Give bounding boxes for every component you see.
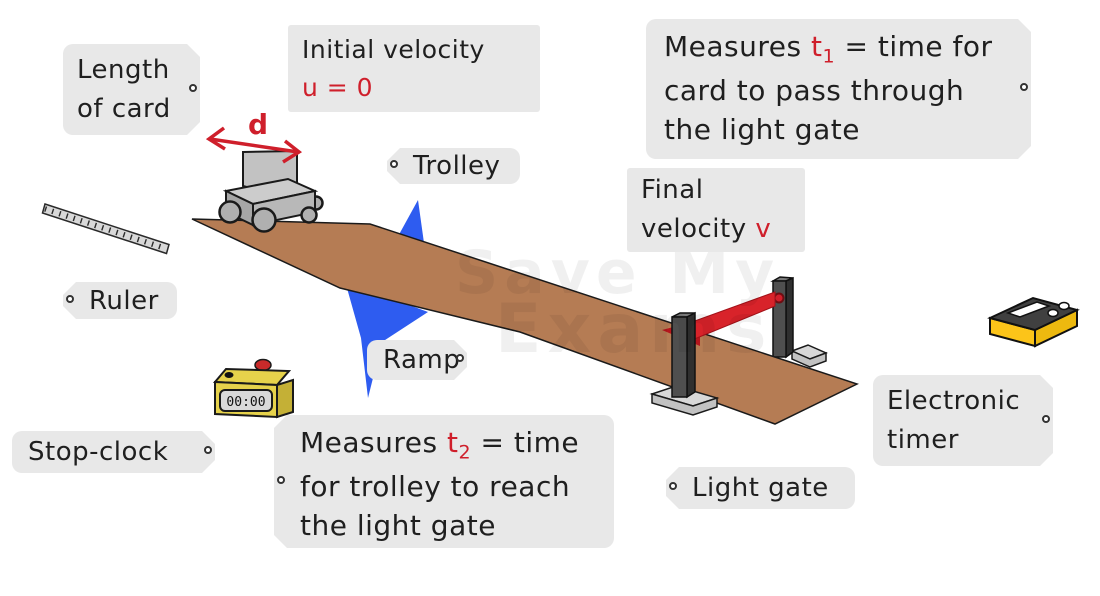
final-velocity-text: Final velocity v — [641, 175, 772, 244]
trolley-graphic — [218, 149, 324, 233]
ruler-graphic — [41, 203, 170, 255]
stop-clock-display: 00:00 — [226, 395, 265, 410]
timer-button — [1058, 301, 1070, 311]
electronic-timer-label: Electronic timer — [873, 375, 1053, 466]
tag-eyelet — [66, 295, 74, 303]
trolley-wheel — [218, 200, 242, 224]
measures-t1-callout: Measures t1 = time for card to pass thro… — [646, 19, 1031, 159]
far-base-front — [791, 349, 827, 368]
near-post-side — [686, 311, 696, 399]
ruler-text: Ruler — [89, 285, 159, 316]
length-of-card-text: Length of card — [77, 54, 171, 124]
tag-eyelet — [1020, 83, 1028, 91]
stop-clock-label: Stop-clock — [12, 431, 215, 473]
electronic-timer-text: Electronic timer — [887, 385, 1021, 455]
timer-screen — [1005, 301, 1052, 318]
light-gate-text: Light gate — [692, 473, 829, 503]
tag-eyelet — [456, 354, 464, 362]
card-width-label: d — [248, 108, 268, 141]
electronic-timer-graphic — [987, 296, 1080, 348]
trolley-label: Trolley — [387, 148, 520, 184]
initial-velocity-callout: Initial velocity u = 0 — [288, 25, 540, 112]
initial-velocity-text: Initial velocity — [302, 35, 485, 64]
card-width-arrow: d — [205, 108, 303, 164]
tag-eyelet — [189, 84, 197, 92]
light-gate-label: Light gate — [666, 467, 855, 509]
measures-t2-symbol: t2 — [447, 426, 472, 464]
beam-ray — [691, 291, 776, 341]
final-velocity-value: v — [755, 214, 772, 244]
timer-button — [1047, 308, 1059, 318]
light-emitter-dot — [773, 292, 785, 304]
stop-clock-button — [224, 372, 234, 378]
measures-t1-rest: = time for card to pass through the ligh… — [664, 30, 993, 147]
ramp-label: Ramp — [367, 340, 467, 380]
tag-eyelet — [1042, 415, 1050, 423]
stop-clock-side — [276, 378, 294, 419]
measures-t1-prefix: Measures — [664, 30, 802, 63]
stop-clock-text: Stop-clock — [28, 437, 169, 467]
trolley-wheel — [300, 206, 318, 224]
trolley-wheel — [251, 207, 277, 233]
tag-eyelet — [390, 160, 398, 168]
measures-t2-prefix: Measures — [300, 426, 438, 459]
measures-t2-text: Measures t2 = time for trolley to reach … — [292, 423, 596, 546]
final-velocity-callout: Final velocity v — [627, 168, 805, 252]
length-of-card-label: Length of card — [63, 44, 200, 135]
tag-eyelet — [204, 446, 212, 454]
stop-clock-graphic: 00:00 — [212, 358, 294, 419]
arrowhead-left — [205, 126, 226, 151]
light-gate-near — [649, 311, 720, 416]
timer-top — [987, 296, 1080, 332]
measures-t1-text: Measures t1 = time for card to pass thro… — [664, 27, 1013, 150]
bolt-upper-spike — [396, 200, 424, 243]
stop-clock-screen — [219, 389, 273, 412]
measures-t1-symbol: t1 — [811, 30, 836, 68]
ruler-label: Ruler — [63, 282, 177, 319]
ruler-strip — [41, 203, 170, 255]
tag-eyelet — [277, 476, 285, 484]
light-gate-far — [770, 276, 828, 368]
initial-velocity-value: u = 0 — [302, 72, 374, 102]
trolley-text: Trolley — [413, 151, 501, 181]
measures-t2-callout: Measures t2 = time for trolley to reach … — [274, 415, 614, 548]
far-post-side — [785, 276, 794, 359]
ruler-ticks — [44, 206, 162, 250]
measures-t2-rest: = time for trolley to reach the light ga… — [300, 426, 580, 543]
ramp-pointer-bolt — [345, 200, 428, 398]
near-base-front — [651, 392, 718, 416]
stop-clock-red-button — [254, 358, 272, 372]
ramp-text: Ramp — [383, 345, 461, 375]
arrowhead-right — [282, 139, 303, 164]
tag-eyelet — [669, 482, 677, 490]
arrow-shaft — [209, 137, 299, 154]
near-post-front — [671, 316, 688, 398]
bolt-lower-body — [345, 281, 428, 398]
